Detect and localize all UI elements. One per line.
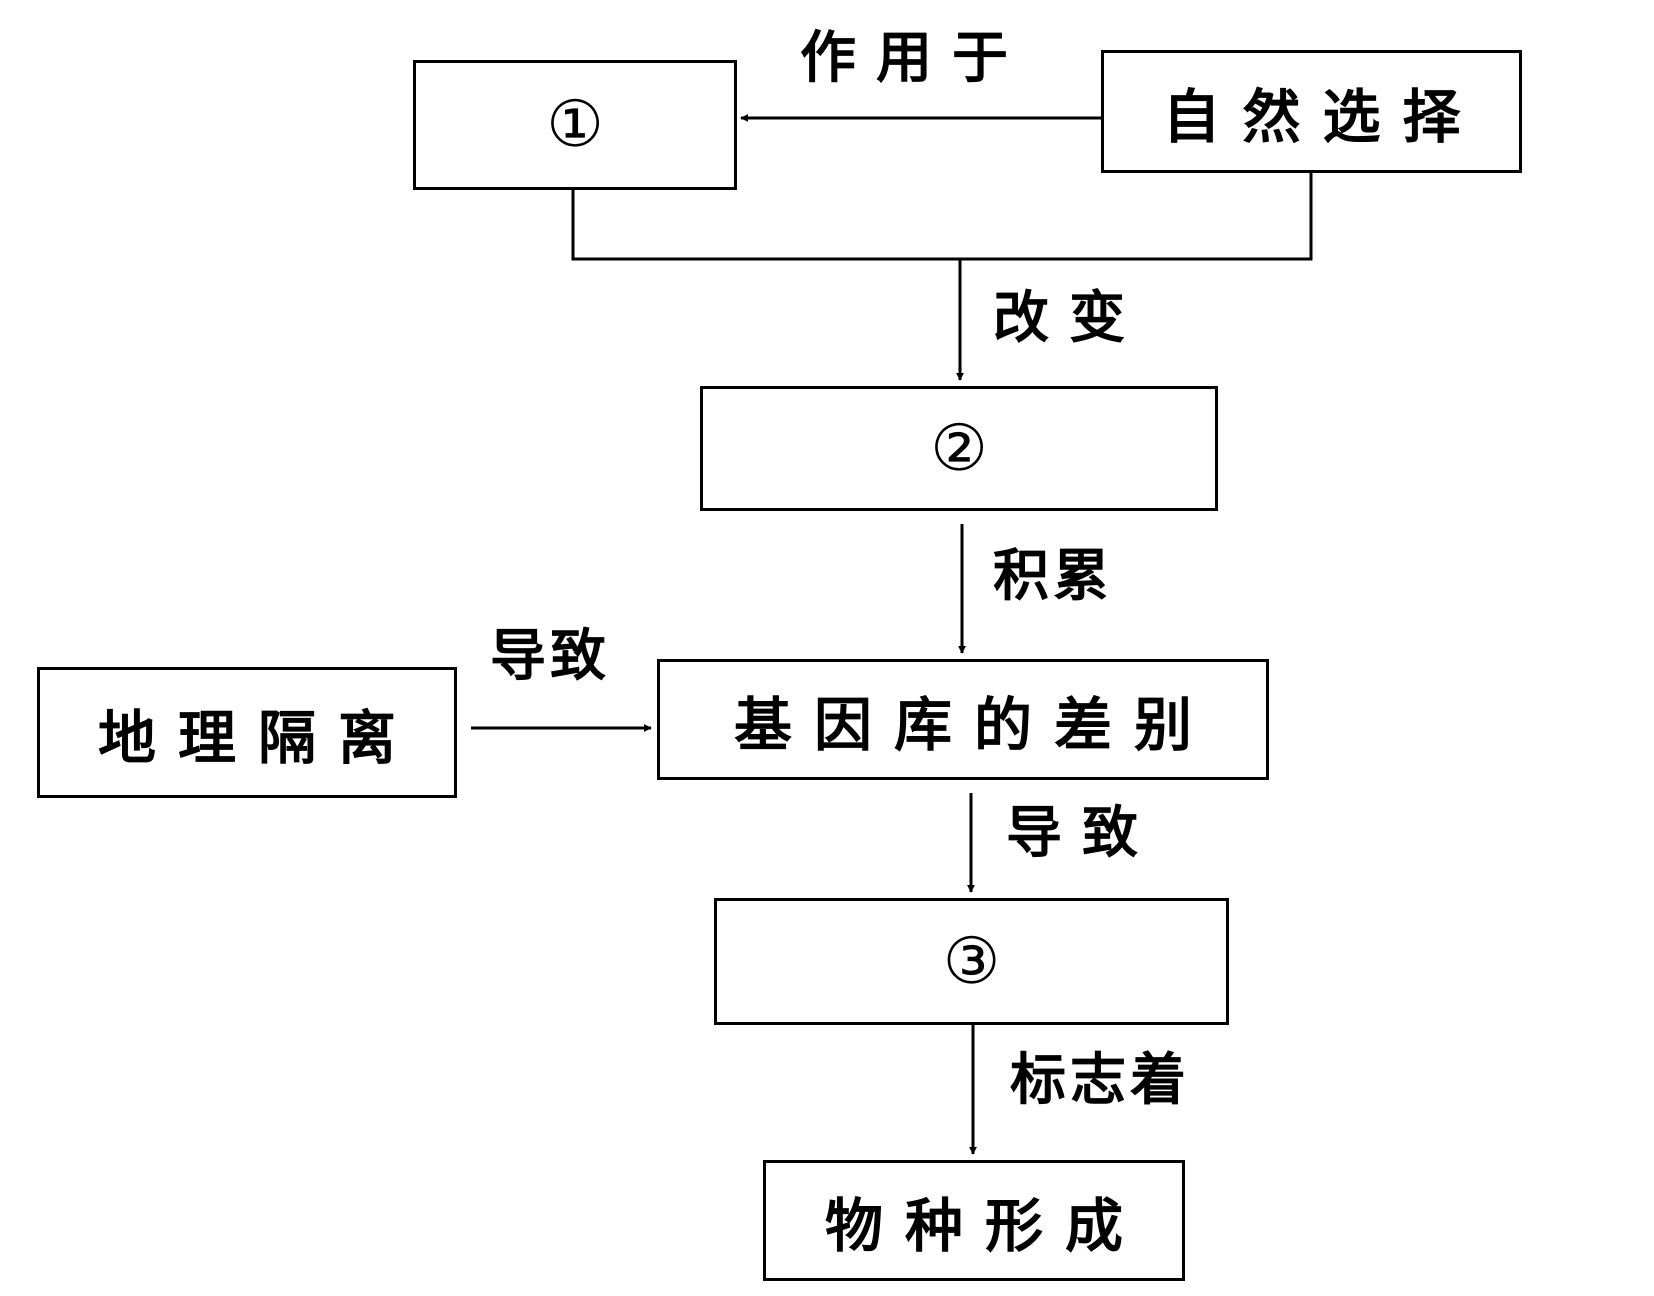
node-geographic-isolation-label: 地理隔离 xyxy=(97,703,418,772)
node-natural-selection: 自然选择 xyxy=(1101,50,1522,173)
edge-label-marks: 标志着 xyxy=(1010,1047,1190,1113)
edge-label-acts-on: 作用于 xyxy=(800,25,1028,91)
edge-label-leads-to-left: 导致 xyxy=(490,623,610,689)
edge-label-leads-to-down: 导致 xyxy=(1006,800,1158,866)
node-speciation-label: 物种形成 xyxy=(824,1191,1145,1260)
node-box-3: ③ xyxy=(714,898,1229,1025)
node-gene-pool-difference-label: 基因库的差别 xyxy=(733,690,1214,759)
node-natural-selection-label: 自然选择 xyxy=(1162,82,1483,151)
node-box-1-label: ① xyxy=(546,88,604,162)
node-box-2: ② xyxy=(700,386,1218,511)
node-box-1: ① xyxy=(413,60,737,190)
node-geographic-isolation: 地理隔离 xyxy=(37,667,457,798)
merge-connector xyxy=(571,173,1313,261)
node-speciation: 物种形成 xyxy=(763,1160,1185,1281)
node-box-2-label: ② xyxy=(930,411,988,486)
node-gene-pool-difference: 基因库的差别 xyxy=(657,659,1269,780)
edge-label-changes: 改变 xyxy=(993,285,1145,351)
edge-label-accumulates: 积累 xyxy=(993,543,1113,609)
node-box-3-label: ③ xyxy=(942,924,1001,999)
